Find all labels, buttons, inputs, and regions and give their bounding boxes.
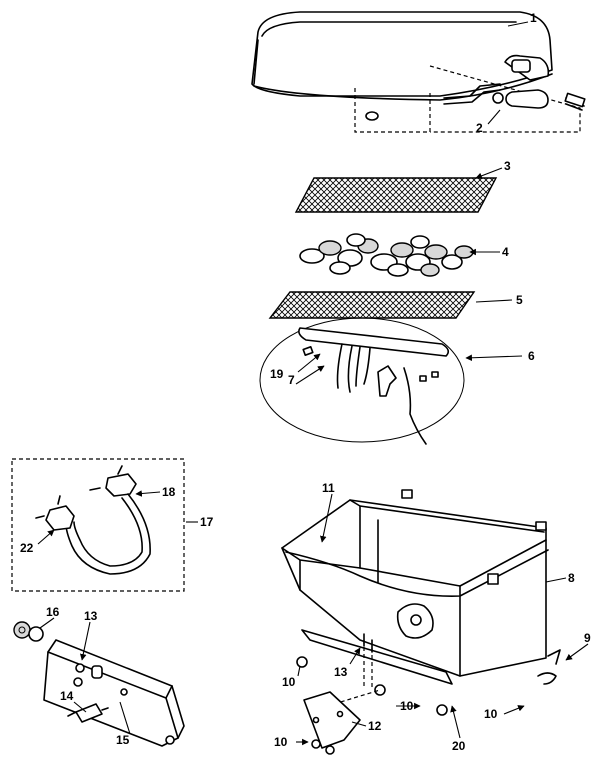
callout-1: 1	[530, 11, 537, 25]
regulator-hose-box	[11, 458, 185, 592]
callout-17: 17	[200, 515, 214, 529]
callout-13-panel: 13	[84, 609, 98, 623]
firebox-bottom-plate	[296, 629, 453, 716]
callout-15: 15	[116, 733, 130, 747]
callout-5: 5	[516, 293, 523, 307]
callout-10-bottom: 10	[274, 735, 288, 749]
lava-rocks	[299, 233, 474, 277]
callout-11: 11	[322, 481, 335, 495]
callout-7: 7	[288, 373, 295, 387]
grill-lid	[251, 11, 553, 101]
callout-9: 9	[584, 631, 591, 645]
callout-10-right: 10	[484, 707, 498, 721]
callout-22: 22	[20, 541, 34, 555]
callout-18: 18	[162, 485, 176, 499]
callout-10-left: 10	[282, 675, 296, 689]
igniter-button	[67, 703, 109, 723]
callout-14: 14	[60, 689, 74, 703]
callout-3: 3	[504, 159, 511, 173]
cooking-grid	[294, 177, 498, 213]
callout-12: 12	[368, 719, 382, 733]
callout-8: 8	[568, 571, 575, 585]
leader-lines	[37, 21, 589, 746]
callout-19: 19	[270, 367, 284, 381]
callout-6: 6	[528, 349, 535, 363]
bracket-plate	[303, 691, 361, 755]
lid-handle-assembly	[443, 83, 586, 111]
callout-2: 2	[476, 121, 483, 135]
lid-latch-detail-box	[354, 65, 581, 133]
burner-assembly	[259, 317, 465, 445]
retaining-clip	[537, 649, 561, 685]
firebox	[281, 489, 549, 677]
callout-4: 4	[502, 245, 509, 259]
callout-10-center: 10	[400, 699, 414, 713]
rock-grate	[268, 291, 476, 319]
callout-13-firebox: 13	[334, 665, 348, 679]
callout-labels: 1 2 3 4 5 6 19 7 18 17 22 11 8 9 16 13 1…	[20, 11, 591, 753]
control-panel	[43, 639, 185, 747]
control-knob	[13, 621, 44, 642]
callout-16: 16	[46, 605, 60, 619]
callout-20: 20	[452, 739, 466, 753]
